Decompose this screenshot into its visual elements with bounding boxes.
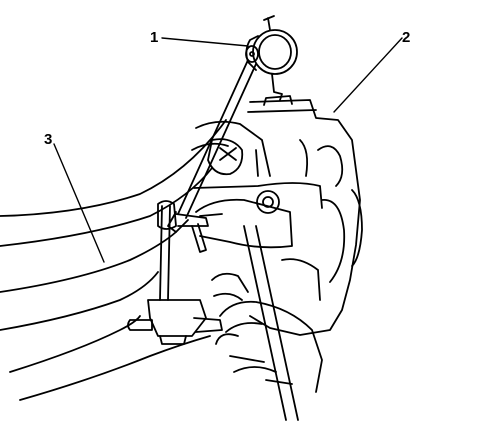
leader-lines	[53, 37, 403, 263]
flex-arm-clamp	[127, 200, 223, 345]
callout-1: 1	[150, 29, 159, 46]
ball-joint-boot	[211, 225, 323, 421]
callout-3: 3	[44, 131, 53, 148]
callout-2: 2	[402, 29, 411, 46]
hoses	[0, 119, 227, 401]
control-arm	[191, 120, 323, 249]
dial-indicator	[245, 15, 298, 101]
steering-knuckle	[247, 95, 363, 336]
indicator-rod	[167, 59, 257, 233]
